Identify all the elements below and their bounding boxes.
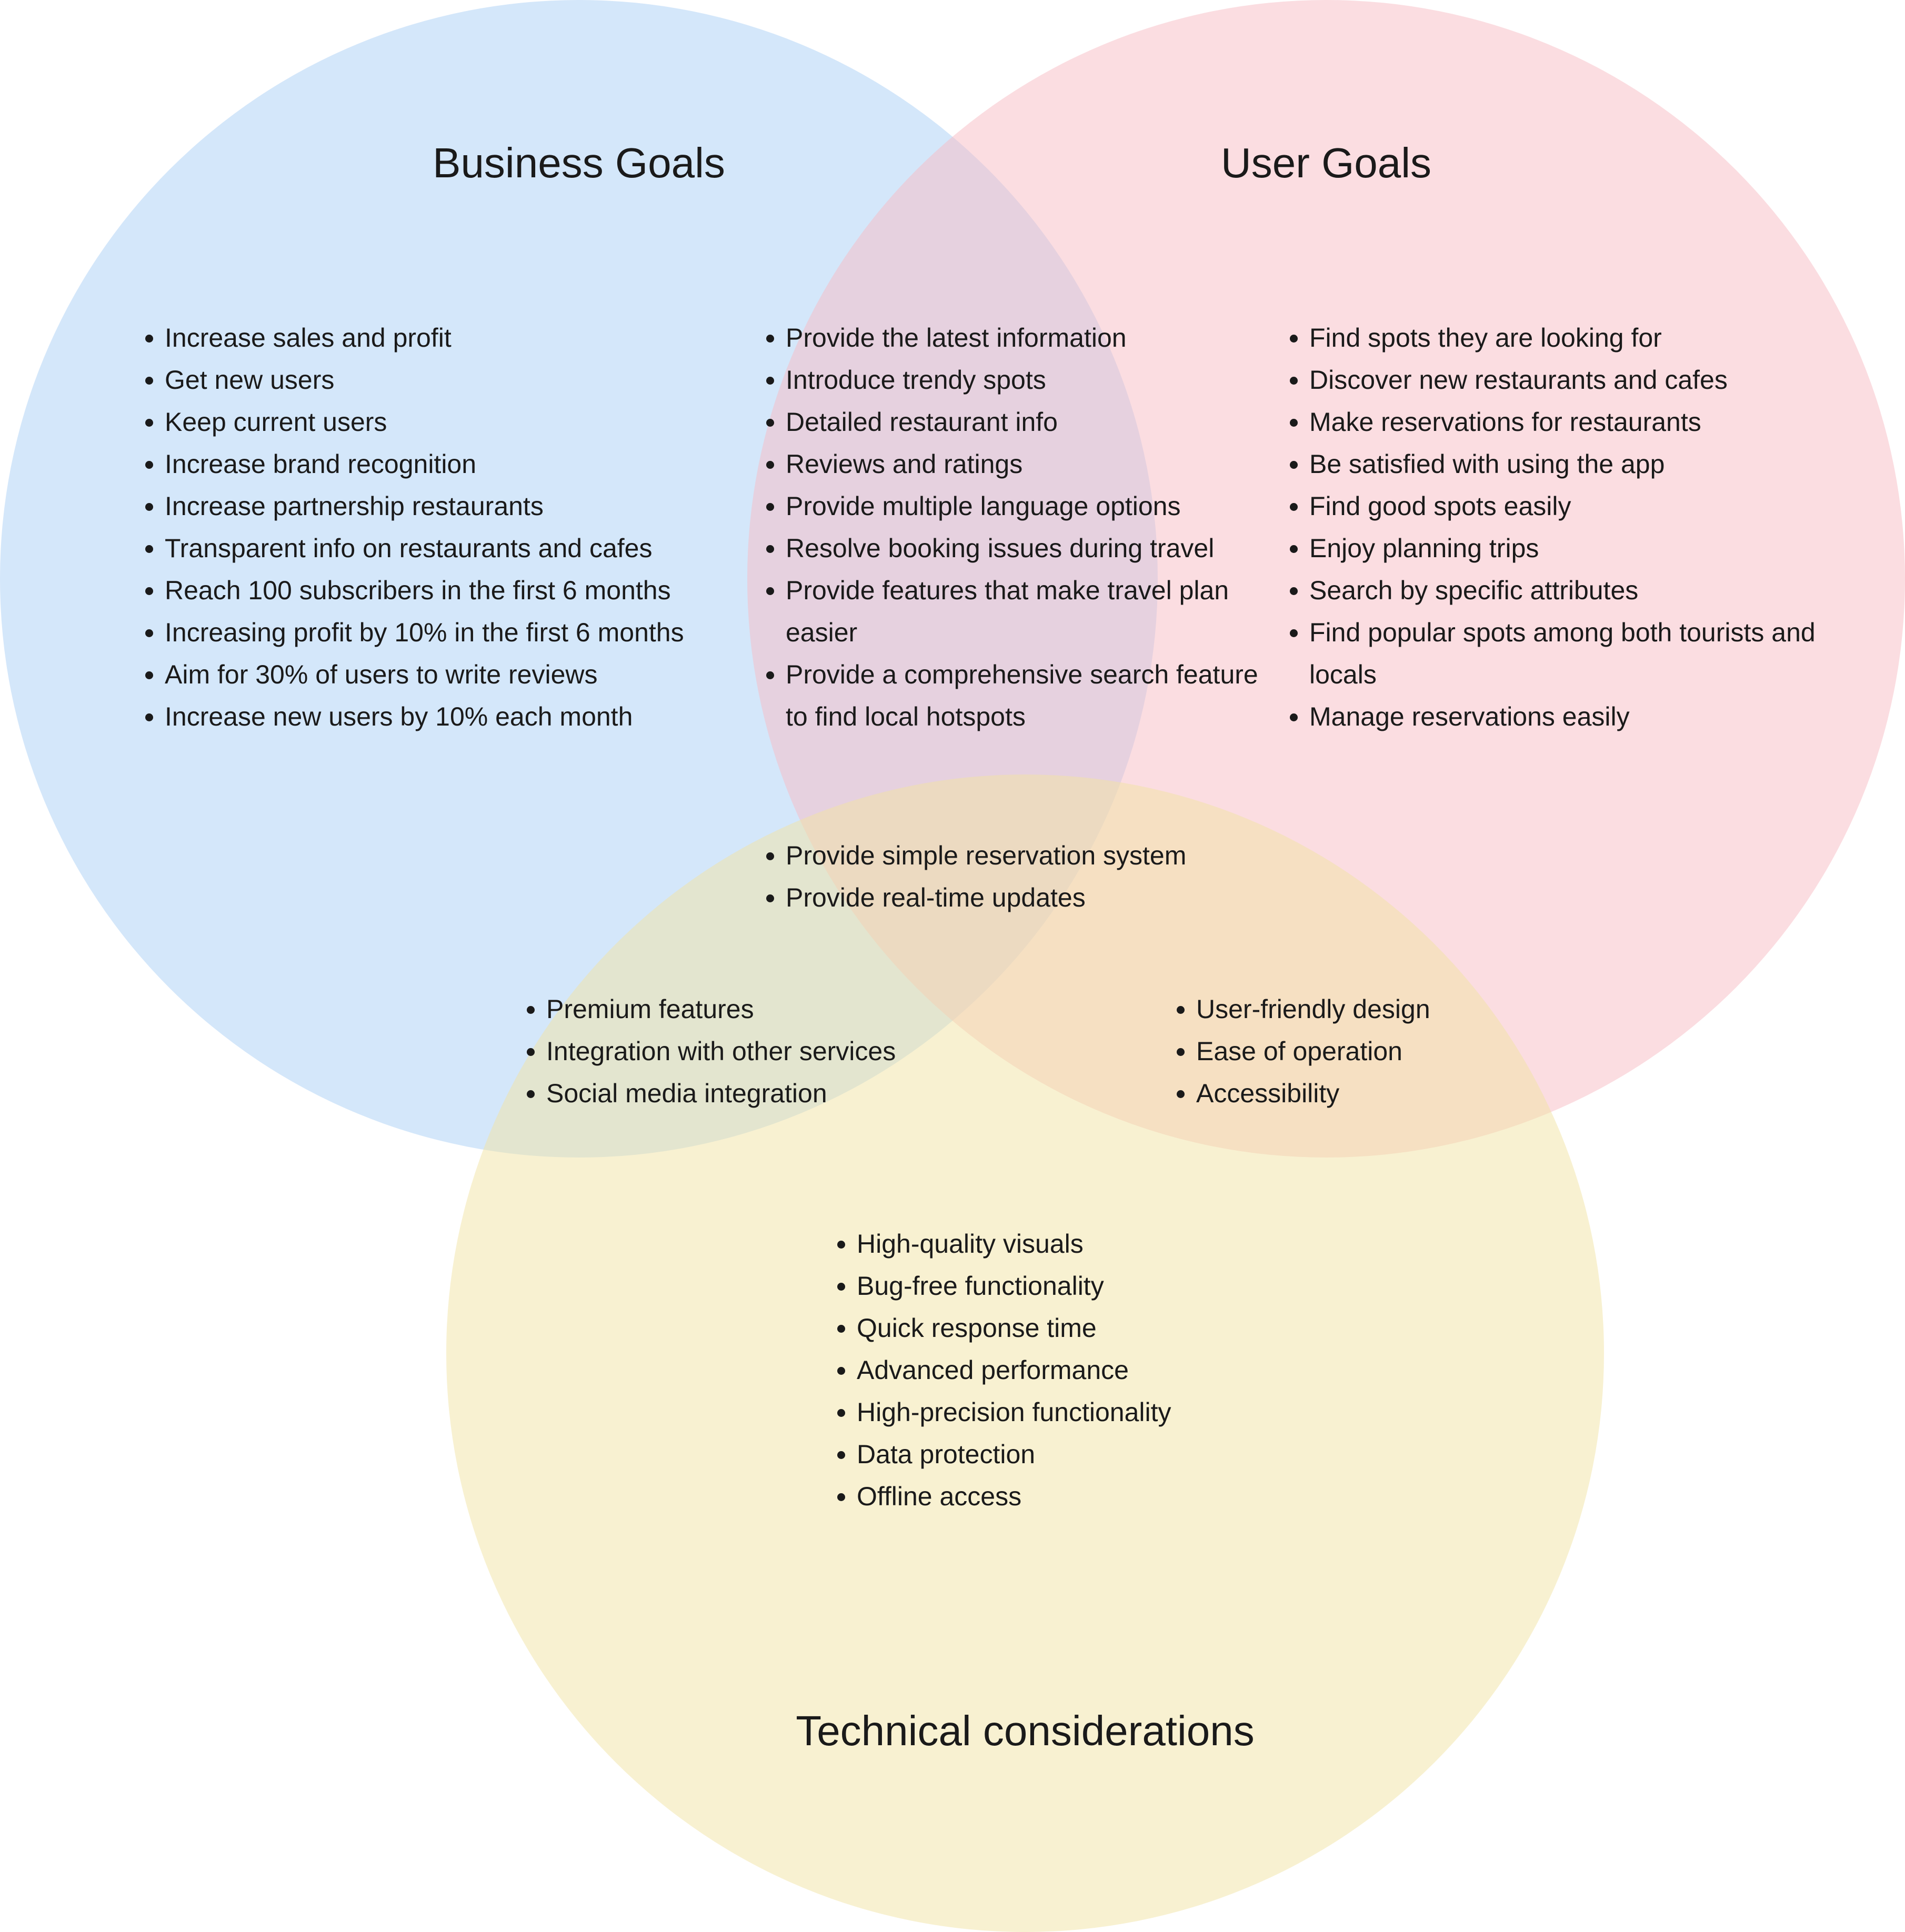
list-item: Provide real-time updates — [786, 877, 1312, 919]
technical-considerations-list: High-quality visualsBug-free functionali… — [831, 1223, 1330, 1517]
user-goals-title: User Goals — [1220, 139, 1432, 186]
all-three-overlap-list: Provide simple reservation systemProvide… — [760, 834, 1312, 919]
list-item: Increase partnership restaurants — [165, 485, 796, 527]
list-item: Provide features that make travel plan e… — [786, 569, 1280, 653]
business-goals-list: Increase sales and profitGet new usersKe… — [139, 317, 796, 738]
list-item: Provide simple reservation system — [786, 834, 1312, 877]
list-item: Resolve booking issues during travel — [786, 527, 1280, 569]
list-item: Data protection — [857, 1433, 1330, 1475]
list-item: Integration with other services — [546, 1030, 1020, 1072]
list-item: Make reservations for restaurants — [1309, 401, 1825, 443]
list-item: Reviews and ratings — [786, 443, 1280, 485]
list-item: Accessibility — [1196, 1072, 1617, 1114]
list-item: Bug-free functionality — [857, 1265, 1330, 1307]
list-item: Introduce trendy spots — [786, 359, 1280, 401]
list-item: Find spots they are looking for — [1309, 317, 1825, 359]
list-item: Get new users — [165, 359, 796, 401]
list-item: Social media integration — [546, 1072, 1020, 1114]
list-item: Increase new users by 10% each month — [165, 696, 796, 738]
user-goals-list: Find spots they are looking forDiscover … — [1284, 317, 1825, 738]
list-item: Reach 100 subscribers in the first 6 mon… — [165, 569, 796, 611]
list-item: Increase brand recognition — [165, 443, 796, 485]
list-item: Advanced performance — [857, 1349, 1330, 1391]
list-item: Provide the latest information — [786, 317, 1280, 359]
technical-considerations-title: Technical considerations — [796, 1707, 1255, 1754]
list-item: High-quality visuals — [857, 1223, 1330, 1265]
list-item: Detailed restaurant info — [786, 401, 1280, 443]
list-item: Enjoy planning trips — [1309, 527, 1825, 569]
list-item: Increase sales and profit — [165, 317, 796, 359]
list-item: Search by specific attributes — [1309, 569, 1825, 611]
business-user-overlap-list: Provide the latest informationIntroduce … — [760, 317, 1280, 738]
list-item: Be satisfied with using the app — [1309, 443, 1825, 485]
list-item: Discover new restaurants and cafes — [1309, 359, 1825, 401]
list-item: Ease of operation — [1196, 1030, 1617, 1072]
list-item: High-precision functionality — [857, 1391, 1330, 1433]
list-item: Provide a comprehensive search feature t… — [786, 653, 1280, 738]
list-item: Find good spots easily — [1309, 485, 1825, 527]
list-item: Transparent info on restaurants and cafe… — [165, 527, 796, 569]
technical-considerations-circle — [446, 774, 1604, 1932]
list-item: Premium features — [546, 988, 1020, 1030]
business-tech-overlap-list: Premium featuresIntegration with other s… — [521, 988, 1020, 1114]
business-goals-title: Business Goals — [433, 139, 725, 186]
list-item: User-friendly design — [1196, 988, 1617, 1030]
user-tech-overlap-list: User-friendly designEase of operationAcc… — [1171, 988, 1617, 1114]
list-item: Quick response time — [857, 1307, 1330, 1349]
list-item: Increasing profit by 10% in the first 6 … — [165, 611, 796, 653]
list-item: Aim for 30% of users to write reviews — [165, 653, 796, 696]
list-item: Manage reservations easily — [1309, 696, 1825, 738]
list-item: Offline access — [857, 1475, 1330, 1517]
list-item: Find popular spots among both tourists a… — [1309, 611, 1825, 696]
list-item: Provide multiple language options — [786, 485, 1280, 527]
list-item: Keep current users — [165, 401, 796, 443]
